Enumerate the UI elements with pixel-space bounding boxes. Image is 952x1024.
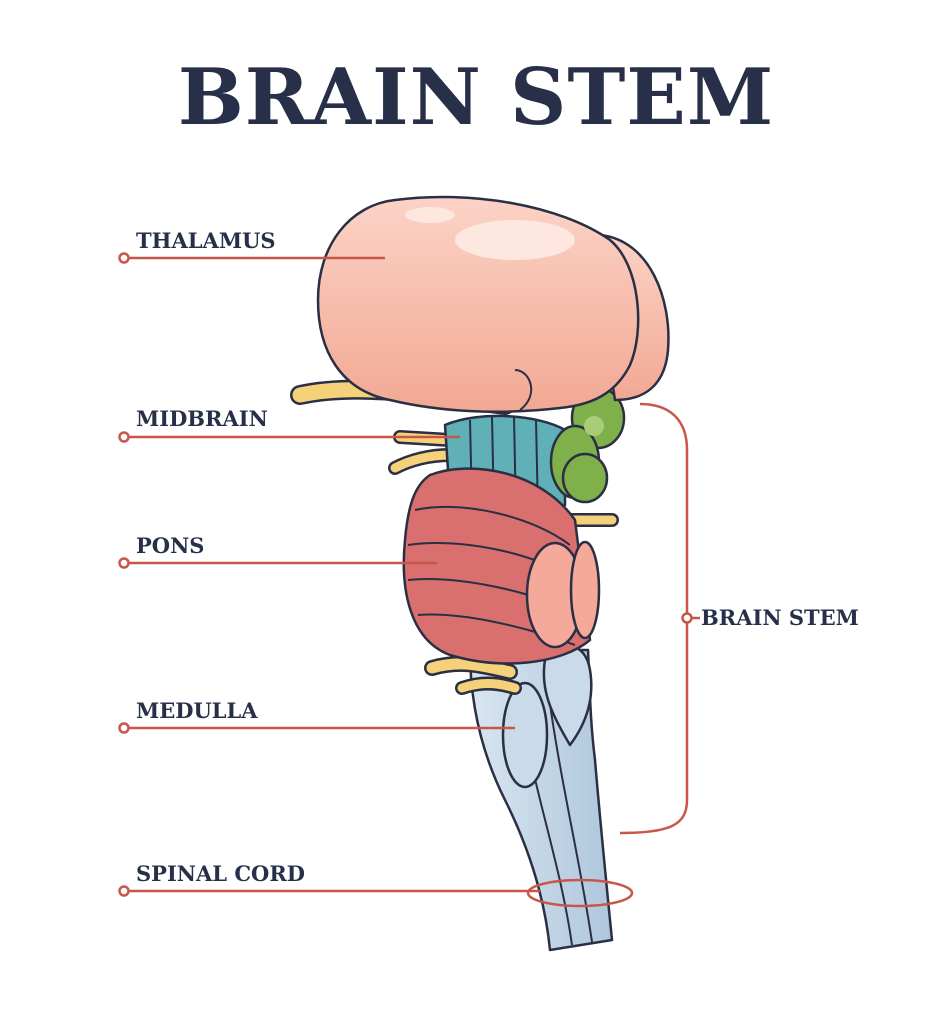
label-midbrain: MIDBRAIN [136,406,268,431]
label-brain-stem: BRAIN STEM [701,605,859,630]
label-leader-dots [118,252,693,897]
green-lobes-shape [549,386,626,504]
thalamus-shape [316,195,670,413]
label-pons: PONS [136,533,205,558]
medulla-spinal-cord-shape [468,644,614,952]
label-spinal-cord: SPINAL CORD [136,861,306,886]
label-leader-lines [124,256,700,908]
label-thalamus: THALAMUS [136,228,276,253]
label-medulla: MEDULLA [136,698,258,723]
diagram-title: BRAIN STEM [177,52,775,143]
pons-shape [402,467,601,665]
